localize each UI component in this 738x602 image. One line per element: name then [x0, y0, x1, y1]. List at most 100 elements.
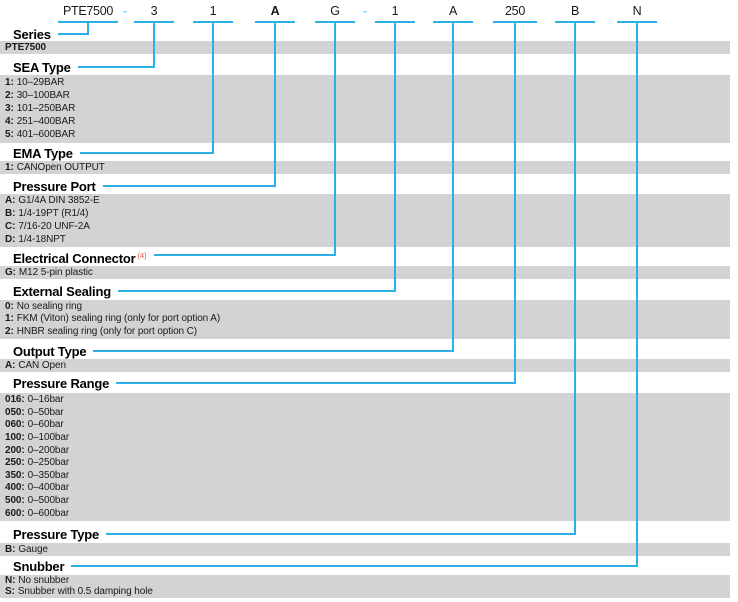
- option-row: D:1/4-18NPT: [0, 233, 730, 246]
- option-description: 1/4-18NPT: [18, 233, 66, 245]
- connector-line-snubber: [636, 21, 638, 567]
- option-description: 0–350bar: [27, 469, 70, 481]
- section-title-electrical-connector: Electrical Connector(4): [13, 249, 154, 265]
- option-code: 2:: [5, 89, 14, 101]
- footnote-marker: (4): [137, 251, 147, 260]
- connector-line-output-h: [28, 350, 454, 352]
- code-separator: -: [123, 4, 127, 18]
- option-code: 600:: [5, 507, 25, 519]
- option-row: A:G1/4A DIN 3852-E: [0, 195, 730, 208]
- option-code: 100:: [5, 432, 25, 444]
- option-code: C:: [5, 220, 16, 232]
- option-row: N:No snubber: [0, 576, 730, 587]
- option-description: CANOpen OUTPUT: [16, 161, 105, 173]
- option-code: 250:: [5, 457, 25, 469]
- option-description: 0–500bar: [27, 495, 70, 507]
- option-description: Snubber with 0.5 damping hole: [17, 585, 153, 597]
- option-row: 250:0–250bar: [0, 457, 730, 470]
- option-code: A:: [5, 359, 16, 371]
- option-description: 0–100bar: [27, 432, 70, 444]
- option-description: No snubber: [18, 575, 70, 587]
- option-description: No sealing ring: [16, 301, 82, 313]
- options-block-pressure-type: B:Gauge: [0, 543, 730, 556]
- section-title-sea-type: SEA Type: [13, 61, 78, 74]
- section-title-snubber: Snubber: [13, 560, 72, 573]
- option-row: 1:CANOpen OUTPUT: [0, 162, 730, 173]
- option-row: 350:0–350bar: [0, 470, 730, 483]
- option-row: C:7/16-20 UNF-2A: [0, 221, 730, 234]
- connector-line-sealing: [394, 21, 396, 292]
- connector-line-pressure-port-h: [28, 185, 276, 187]
- option-description: 1/4-19PT (R1/4): [18, 208, 89, 220]
- option-code: 4:: [5, 116, 14, 128]
- code-segment-connector: G: [330, 4, 340, 18]
- option-description: HNBR sealing ring (only for port option …: [16, 325, 198, 337]
- option-row: 600:0–600bar: [0, 507, 730, 520]
- code-segment-output: A: [448, 4, 458, 18]
- code-segment-series: PTE7500: [62, 4, 114, 18]
- option-code: B:: [5, 543, 16, 555]
- option-code: A:: [5, 195, 16, 207]
- option-description: M12 5-pin plastic: [18, 266, 93, 278]
- option-code: B:: [5, 208, 16, 220]
- code-segment-pressure-type: B: [570, 4, 580, 18]
- options-block-ema-type: 1:CANOpen OUTPUT: [0, 161, 730, 174]
- option-description: 10–29BAR: [16, 76, 65, 88]
- code-segment-sea: 3: [150, 4, 158, 18]
- option-code: 500:: [5, 495, 25, 507]
- option-row: 400:0–400bar: [0, 482, 730, 495]
- options-block-electrical-connector: G:M12 5-pin plastic: [0, 266, 730, 279]
- section-title-external-sealing: External Sealing: [13, 285, 118, 298]
- option-row: A:CAN Open: [0, 360, 730, 371]
- option-code: S:: [5, 585, 15, 597]
- option-description: 0–60bar: [27, 419, 64, 431]
- section-title-pressure-range: Pressure Range: [13, 377, 117, 390]
- option-row: 100:0–100bar: [0, 432, 730, 445]
- option-row: G:M12 5-pin plastic: [0, 267, 730, 278]
- code-segment-ema: 1: [209, 4, 217, 18]
- option-row: 1:FKM (Viton) sealing ring (only for por…: [0, 313, 730, 325]
- connector-line-pressure-type-h: [28, 533, 576, 535]
- section-title-pressure-port: Pressure Port: [13, 180, 103, 193]
- option-code: 0:: [5, 301, 14, 313]
- connector-line-ema-h: [28, 152, 214, 154]
- option-row: 060:0–60bar: [0, 419, 730, 432]
- option-code: 050:: [5, 406, 25, 418]
- option-code: 1:: [5, 161, 14, 173]
- option-code: 1:: [5, 76, 14, 88]
- options-block-output-type: A:CAN Open: [0, 359, 730, 372]
- connector-line-output: [452, 21, 454, 352]
- section-title-ema-type: EMA Type: [13, 147, 80, 160]
- section-title-pressure-type: Pressure Type: [13, 528, 107, 541]
- option-row: 0:No sealing ring: [0, 301, 730, 313]
- code-separator: -: [363, 4, 367, 18]
- option-description: CAN Open: [18, 359, 66, 371]
- option-description: 0–50bar: [27, 406, 64, 418]
- option-description: Gauge: [18, 543, 48, 555]
- option-row: 4:251–400BAR: [0, 116, 730, 129]
- option-row: 1:10–29BAR: [0, 76, 730, 89]
- option-code: PTE7500: [5, 41, 46, 53]
- option-code: 200:: [5, 444, 25, 456]
- connector-line-pressure-port: [274, 21, 276, 187]
- option-code: N:: [5, 575, 16, 587]
- option-code: 3:: [5, 103, 14, 114]
- option-description: 0–200bar: [27, 444, 70, 456]
- connector-line-ema: [212, 21, 214, 154]
- option-description: 101–250BAR: [16, 103, 76, 114]
- option-code: 016:: [5, 394, 25, 406]
- option-code: G:: [5, 266, 16, 278]
- connector-line-range: [514, 21, 516, 384]
- connector-line-series: [87, 21, 89, 35]
- option-code: D:: [5, 233, 16, 245]
- option-description: 0–250bar: [27, 457, 70, 469]
- option-row: 500:0–500bar: [0, 495, 730, 508]
- code-segment-pressure-port: A: [270, 4, 280, 18]
- option-row: 050:0–50bar: [0, 407, 730, 420]
- option-description: 401–600BAR: [16, 129, 76, 141]
